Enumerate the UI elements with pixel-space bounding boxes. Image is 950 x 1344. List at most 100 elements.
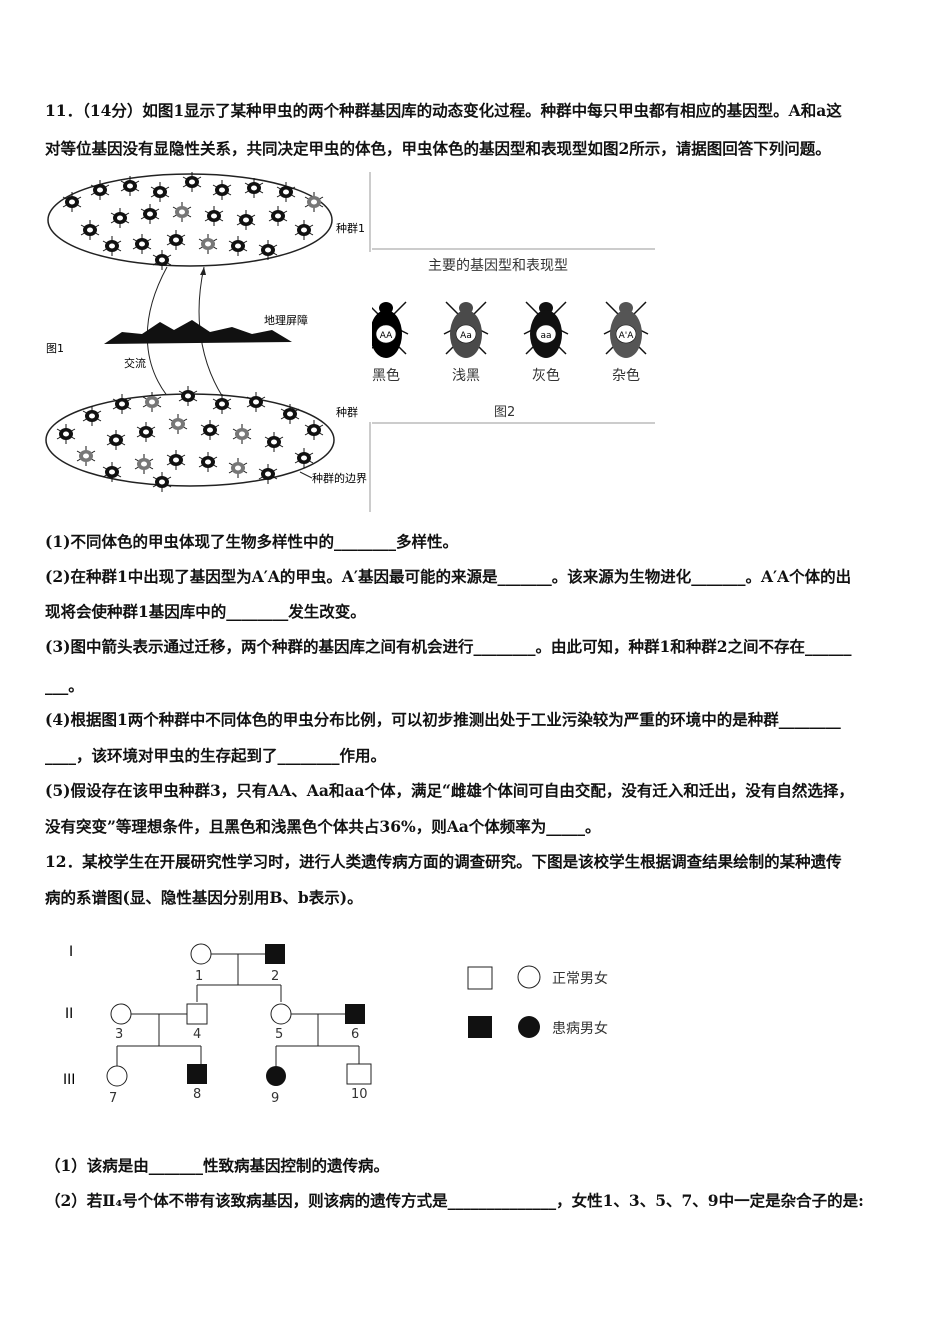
- figure-2-caption: 图2: [494, 405, 515, 420]
- individual-4: [186, 1003, 208, 1025]
- beetle-icon: [258, 464, 278, 484]
- beetle-icon: [204, 206, 224, 226]
- svg-text:10: 10: [351, 1087, 368, 1102]
- exchange-label: 交流: [124, 356, 146, 370]
- individual-7: [106, 1065, 128, 1087]
- legend-affected-label: 患病男女: [552, 1020, 608, 1037]
- beetle-icon: [182, 172, 202, 192]
- beetle-icon: [82, 406, 102, 426]
- beetle-icon: [246, 392, 266, 412]
- q11-sub4b: ____，该环境对甲虫的生存起到了________作用。: [45, 746, 387, 765]
- q12-line2: 病的系谱图(显、隐性基因分别用B、b表示)。: [45, 888, 363, 907]
- beetle-phenotype-label: 灰色: [532, 367, 560, 384]
- beetle-icon: [168, 414, 188, 434]
- beetle-icon: [304, 420, 324, 440]
- beetle-icon: [132, 234, 152, 254]
- q11-sub3b: ___。: [45, 676, 84, 695]
- svg-text:4: 4: [193, 1027, 201, 1042]
- individual-5: [270, 1003, 292, 1025]
- beetle-icon: [152, 472, 172, 492]
- beetle-icon-杂色: A'A 杂色: [603, 301, 649, 384]
- beetle-icon-浅黑: Aa 浅黑: [443, 301, 489, 384]
- boundary-label: 种群的边界: [312, 471, 367, 485]
- individual-8: [187, 1064, 207, 1084]
- q12-sub2: （2）若Ⅱ₄号个体不带有该致病基因，则该病的遗传方式是_____________…: [45, 1191, 864, 1210]
- beetle-genotype-label: A'A: [619, 331, 635, 341]
- q11-sub5b: 没有突变”等理想条件，且黑色和浅黑色个体共占36%，则Aa个体频率为_____。: [45, 817, 601, 836]
- individual-6: [345, 1004, 365, 1024]
- beetle-icon: [236, 210, 256, 230]
- beetle-icon: [264, 432, 284, 452]
- svg-text:7: 7: [109, 1091, 117, 1106]
- beetle-icon: [166, 230, 186, 250]
- beetle-icon: [244, 178, 264, 198]
- beetle-icon: [258, 240, 278, 260]
- svg-text:2: 2: [271, 969, 279, 984]
- population-1-beetles: [62, 172, 324, 270]
- q11-sub1: (1)不同体色的甲虫体现了生物多样性中的________多样性。: [45, 532, 458, 551]
- beetle-icon: [106, 430, 126, 450]
- generation-3-label: III: [63, 1072, 75, 1088]
- svg-text:6: 6: [351, 1027, 359, 1042]
- beetle-icon: [102, 236, 122, 256]
- beetle-icon: [142, 392, 162, 412]
- beetle-icon: [268, 206, 288, 226]
- beetle-icon: [62, 192, 82, 212]
- legend-normal-female: [517, 965, 541, 989]
- beetle-phenotype-label: 浅黑: [452, 368, 480, 384]
- beetle-genotype-label: aa: [540, 331, 551, 341]
- beetle-icon: [80, 220, 100, 240]
- beetle-icon: [228, 236, 248, 256]
- beetle-icon: [102, 462, 122, 482]
- beetle-icon: [112, 394, 132, 414]
- beetle-icon: [140, 204, 160, 224]
- q11-sub3a: (3)图中箭头表示通过迁移，两个种群的基因库之间有机会进行________。由此…: [45, 637, 852, 656]
- beetle-icon: [152, 250, 172, 270]
- svg-text:3: 3: [115, 1027, 123, 1042]
- q11-sub5a: (5)假设存在该甲虫种群3，只有AA、Aa和aa个体，满足“雌雄个体间可自由交配…: [45, 781, 854, 800]
- q12-line1: 12．某校学生在开展研究性学习时，进行人类遗传病方面的调查研究。下图是该校学生根…: [45, 852, 842, 871]
- beetle-icon: [110, 208, 130, 228]
- q11-line1: 11．（14分）如图1显示了某种甲虫的两个种群基因库的动态变化过程。种群中每只甲…: [45, 101, 842, 120]
- beetle-icon: [294, 448, 314, 468]
- beetle-icon: [212, 394, 232, 414]
- beetle-icon: [150, 182, 170, 202]
- beetle-icon: [304, 192, 324, 212]
- legend-affected-male: [468, 1016, 492, 1038]
- beetle-icon: [178, 386, 198, 406]
- individual-9: [266, 1066, 286, 1086]
- beetle-genotype-label: Aa: [460, 331, 472, 341]
- population-1-label: 种群1: [336, 221, 365, 235]
- beetle-icon: [134, 454, 154, 474]
- beetle-icon-灰色: aa 灰色: [523, 301, 569, 384]
- beetle-icon: [228, 458, 248, 478]
- q12-sub1: （1）该病是由_______性致病基因控制的遗传病。: [45, 1156, 390, 1175]
- beetle-icon: [136, 422, 156, 442]
- individual-1: [190, 943, 212, 965]
- geographic-barrier: [104, 320, 292, 344]
- individual-2: [265, 944, 285, 964]
- beetle-icon: [166, 450, 186, 470]
- svg-text:1: 1: [195, 969, 203, 984]
- legend-normal-male: [467, 966, 493, 990]
- barrier-label: 地理屏障: [264, 313, 308, 327]
- beetle-genotype-label: AA: [380, 331, 393, 341]
- beetle-phenotype-label: 杂色: [612, 367, 640, 384]
- population-2-ellipse: [45, 393, 335, 487]
- beetle-icon: [198, 452, 218, 472]
- beetle-icon: [120, 176, 140, 196]
- legend-affected-female: [518, 1016, 540, 1038]
- q11-sub2b: 现将会使种群1基因库中的________发生改变。: [45, 602, 366, 621]
- q11-sub4a: (4)根据图1两个种群中不同体色的甲虫分布比例，可以初步推测出处于工业污染较为严…: [45, 710, 841, 729]
- q11-sub2a: (2)在种群1中出现了基因型为A′A的甲虫。A′基因最可能的来源是_______…: [45, 567, 852, 586]
- beetle-icon: [212, 180, 232, 200]
- beetle-icon: [294, 220, 314, 240]
- figure-2-title: 主要的基因型和表现型: [428, 257, 568, 274]
- beetle-icon: [200, 420, 220, 440]
- svg-text:5: 5: [275, 1027, 283, 1042]
- individual-10: [346, 1063, 372, 1085]
- q11-line2: 对等位基因没有显隐性关系，共同决定甲虫的体色，甲虫体色的基因型和表现型如图2所示…: [45, 139, 831, 158]
- beetle-icon: [90, 180, 110, 200]
- beetle-icon: [56, 424, 76, 444]
